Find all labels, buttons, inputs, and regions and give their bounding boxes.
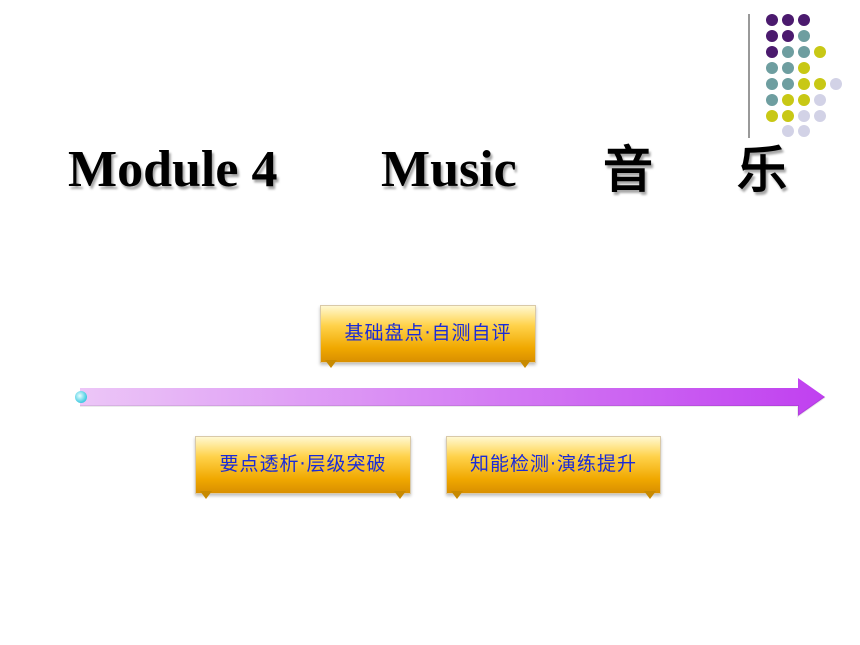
nav-button-practice-test[interactable]: 知能检测·演练提升 — [446, 436, 661, 499]
module-topic: Music — [381, 141, 517, 198]
nav-button-basic-review-label: 基础盘点·自测自评 — [344, 321, 512, 344]
decorative-dot — [766, 30, 778, 42]
decorative-dot — [798, 125, 810, 137]
decorative-dot — [798, 110, 810, 122]
decorative-dot — [798, 46, 810, 58]
decorative-dot — [782, 125, 794, 137]
decorative-dot — [782, 62, 794, 74]
decorative-dot — [782, 110, 794, 122]
dot-grid-decoration — [748, 14, 842, 138]
timeline-arrow-icon — [75, 378, 826, 418]
timeline-start-bead-icon — [75, 391, 87, 403]
decorative-dot — [798, 94, 810, 106]
decorative-dot — [766, 94, 778, 106]
decorative-dot — [830, 78, 842, 90]
decorative-dot — [814, 94, 826, 106]
nav-button-key-points[interactable]: 要点透析·层级突破 — [195, 436, 411, 499]
chinese-title-char-2: 乐 — [737, 141, 787, 199]
decorative-dot — [782, 14, 794, 26]
decorative-dot — [798, 30, 810, 42]
decorative-dot — [766, 110, 778, 122]
decorative-dot — [766, 46, 778, 58]
decorative-dot — [798, 14, 810, 26]
nav-button-basic-review[interactable]: 基础盘点·自测自评 — [320, 305, 536, 368]
chinese-title-char-1: 音 — [603, 141, 653, 199]
decorative-dot — [766, 14, 778, 26]
decorative-dot — [814, 110, 826, 122]
nav-button-key-points-label: 要点透析·层级突破 — [219, 452, 387, 475]
decorative-dot — [798, 78, 810, 90]
slide-title: Module 4 Music 音 乐 — [0, 135, 860, 205]
decorative-dot — [766, 62, 778, 74]
decorative-dot — [814, 78, 826, 90]
decorative-dot — [782, 78, 794, 90]
decorative-dot — [766, 78, 778, 90]
decorative-dot — [814, 46, 826, 58]
decorative-dot — [798, 62, 810, 74]
module-number: Module 4 — [68, 141, 278, 198]
nav-button-practice-test-label: 知能检测·演练提升 — [469, 452, 638, 475]
decorative-dot — [782, 94, 794, 106]
decorative-dot — [782, 46, 794, 58]
decorative-dot — [782, 30, 794, 42]
